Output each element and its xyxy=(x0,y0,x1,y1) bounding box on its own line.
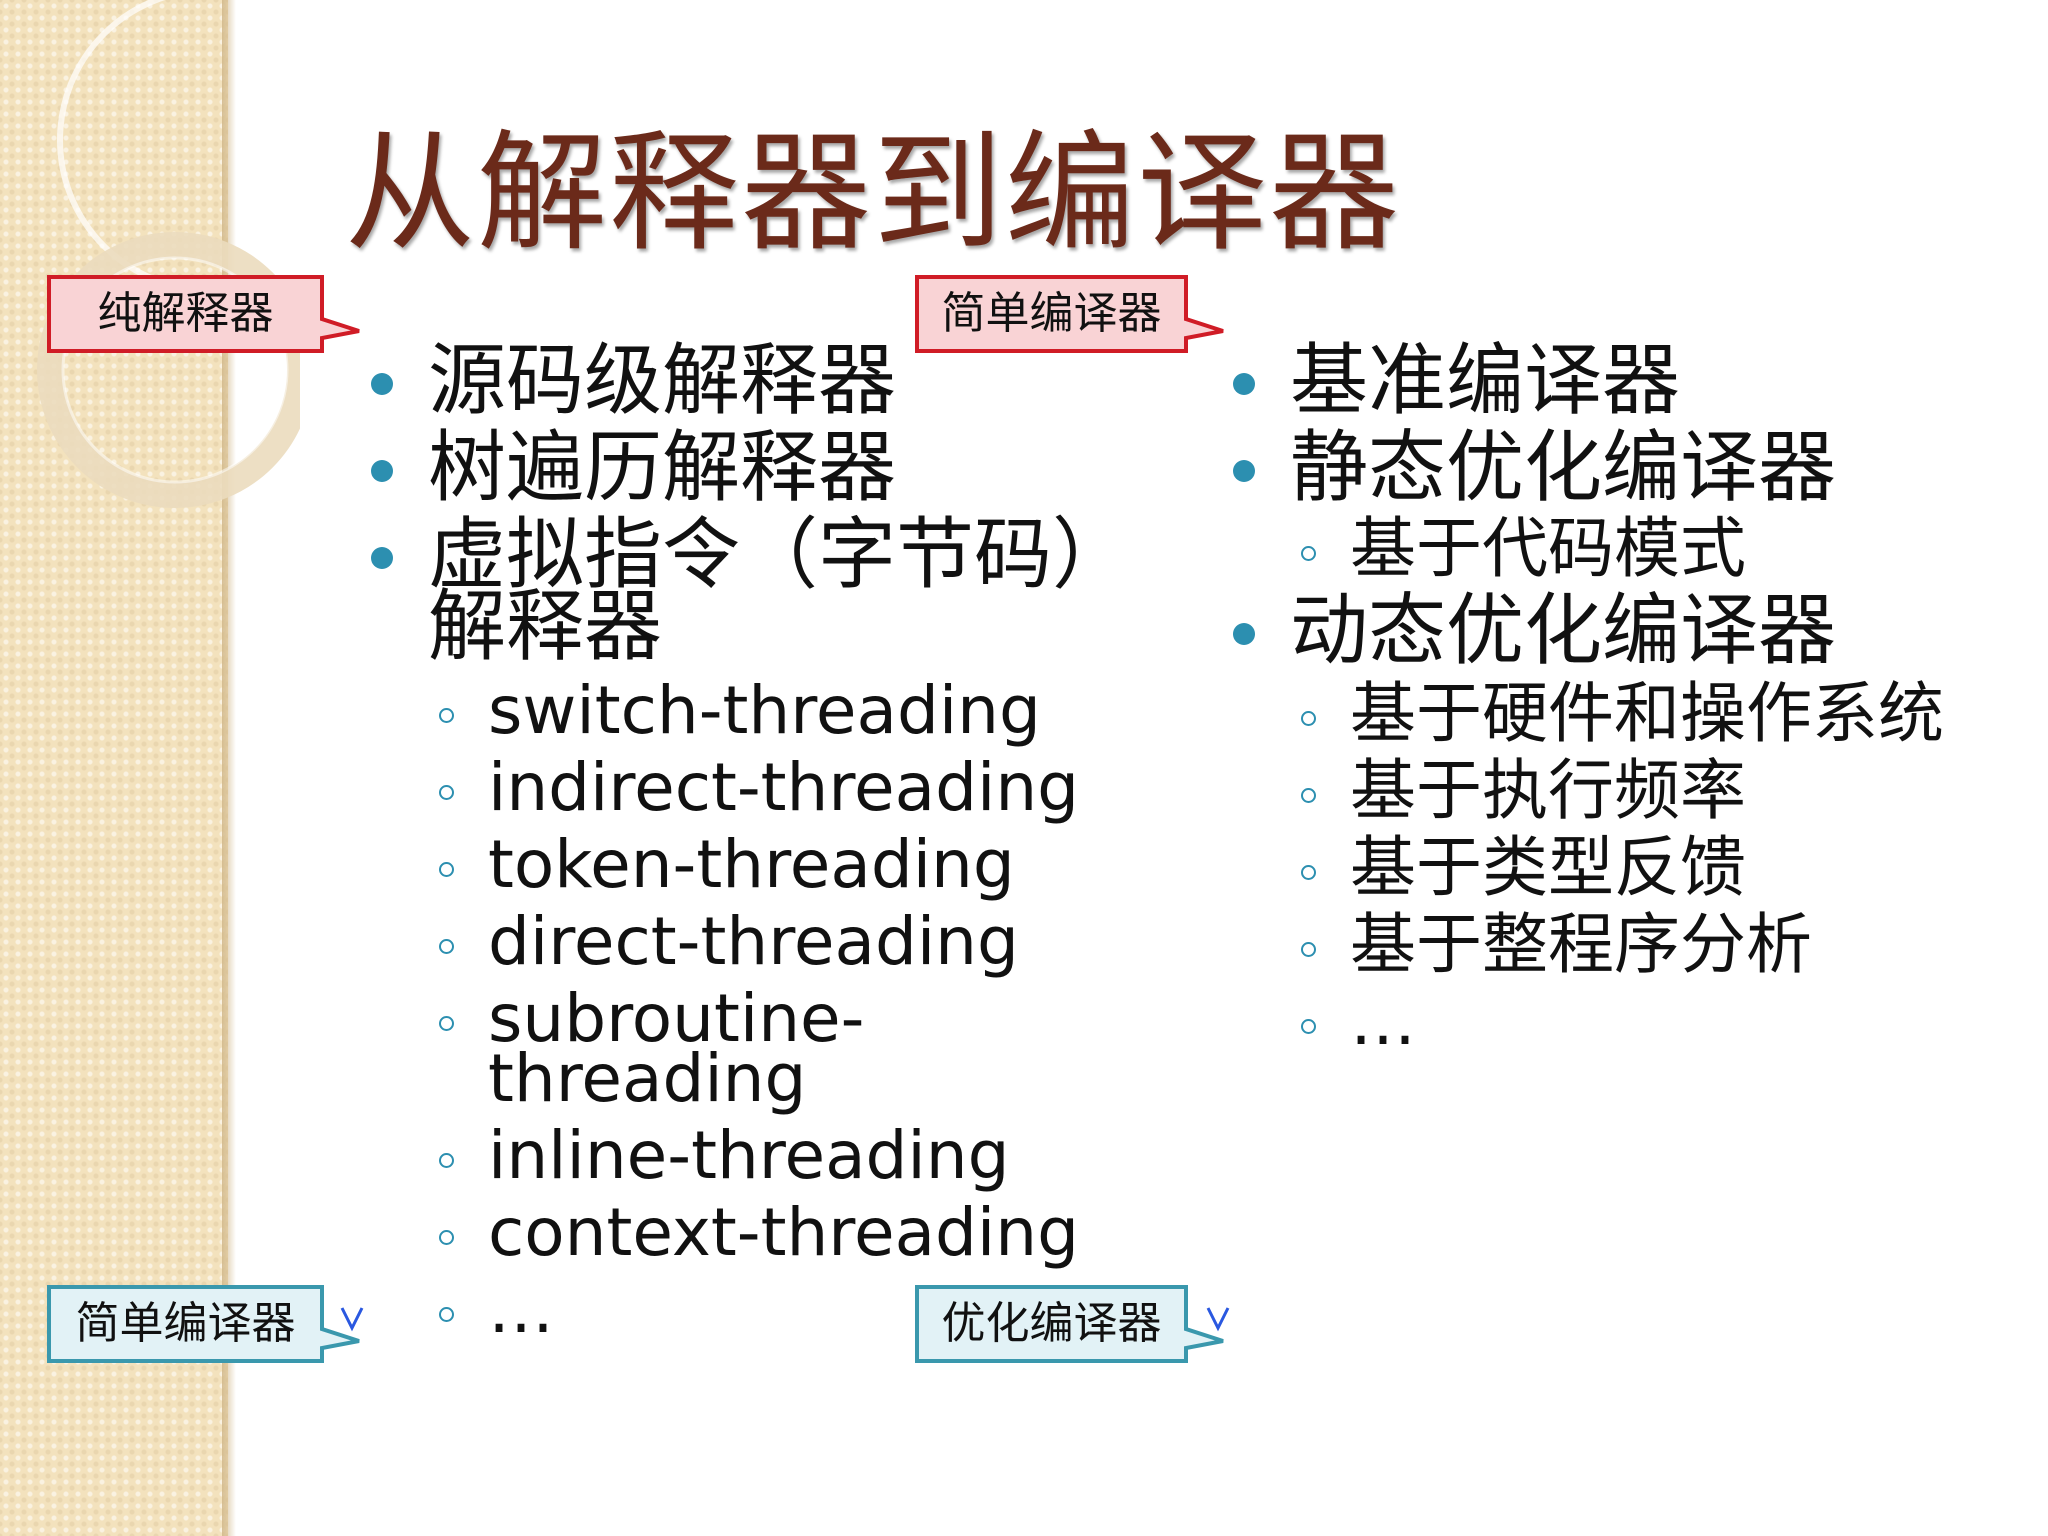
list-item: 基于硬件和操作系统 xyxy=(1301,681,2030,747)
arrow-left-gradient xyxy=(340,350,364,1332)
tag-label-pure-interpreter: 纯解释器 xyxy=(97,288,274,339)
item-text: … xyxy=(1350,983,1416,1060)
bullet-dot-icon xyxy=(1233,460,1255,482)
bullet-dot-icon xyxy=(1233,623,1255,645)
bullet-ring-icon xyxy=(439,1016,454,1031)
item-text: 源码级解释器 xyxy=(428,336,897,426)
list-item: 源码级解释器 xyxy=(371,342,1128,420)
item-text: indirect-threading xyxy=(488,749,1080,826)
slide-title: 从解释器到编译器 xyxy=(345,117,1402,269)
item-text-continued: threading xyxy=(488,1040,807,1117)
item-text-continued: 解释器 xyxy=(428,582,663,672)
item-text: 虚拟指令（字节码） xyxy=(428,510,1131,600)
list-item: … xyxy=(439,1277,1128,1343)
list-item: 虚拟指令（字节码） 解释器 xyxy=(371,510,1131,672)
list-item: … xyxy=(1301,989,2030,1055)
list-item: 基于类型反馈 xyxy=(1301,835,2030,901)
bullet-ring-icon xyxy=(1301,1019,1316,1034)
callout-red-shape xyxy=(47,275,360,353)
callout-red-shape xyxy=(915,275,1224,353)
list-item: token-threading xyxy=(439,832,1128,898)
item-text: direct-threading xyxy=(488,903,1019,980)
list-item: context-threading xyxy=(439,1200,1128,1266)
tag-simple-compiler-bottom: 简单编译器 xyxy=(46,1284,366,1374)
bullet-ring-icon xyxy=(439,862,454,877)
bullet-ring-icon xyxy=(1301,942,1316,957)
bullet-ring-icon xyxy=(1301,711,1316,726)
bullet-dot-icon xyxy=(1233,373,1255,395)
list-item: 基于代码模式 xyxy=(1301,516,2030,582)
list-item: 静态优化编译器 xyxy=(1233,429,2030,507)
bullet-ring-icon xyxy=(1301,546,1316,561)
item-text: 树遍历解释器 xyxy=(428,423,897,513)
list-item: subroutine- threading xyxy=(439,980,1128,1117)
arrow-right-gradient xyxy=(1206,350,1230,1332)
right-bullet-list: 基准编译器 静态优化编译器 基于代码模式 动态优化编译器 基于硬件和操作系统 基… xyxy=(1233,342,2030,1055)
list-item: 树遍历解释器 xyxy=(371,429,1128,507)
bullet-ring-icon xyxy=(439,1230,454,1245)
list-item: inline-threading xyxy=(439,1123,1128,1189)
tag-label-optimizing-compiler: 优化编译器 xyxy=(941,1298,1162,1349)
item-text: 基于类型反馈 xyxy=(1350,829,1746,906)
list-item: 基准编译器 xyxy=(1233,342,2030,420)
left-bullet-list: 源码级解释器 树遍历解释器 虚拟指令（字节码） 解释器 switch-threa… xyxy=(371,342,1131,1343)
bullet-dot-icon xyxy=(371,460,393,482)
item-text: 动态优化编译器 xyxy=(1290,586,1837,676)
item-text: switch-threading xyxy=(488,672,1041,749)
decorative-swirl xyxy=(37,0,300,508)
item-text: inline-threading xyxy=(488,1117,1010,1194)
bullet-ring-icon xyxy=(439,1307,454,1322)
item-text: 基于代码模式 xyxy=(1350,510,1746,587)
item-text: 基于硬件和操作系统 xyxy=(1350,675,1944,752)
list-item: 基于执行频率 xyxy=(1301,758,2030,824)
bullet-ring-icon xyxy=(1301,788,1316,803)
bullet-ring-icon xyxy=(439,1153,454,1168)
band-edge-shadow xyxy=(222,0,236,1536)
item-text: subroutine- xyxy=(488,980,865,1057)
item-text: 基于整程序分析 xyxy=(1350,906,1812,983)
tag-label-simple-compiler-bottom: 简单编译器 xyxy=(75,1298,296,1349)
item-text: 基准编译器 xyxy=(1290,336,1681,426)
bullet-ring-icon xyxy=(439,708,454,723)
list-item: switch-threading xyxy=(439,678,1128,744)
bullet-dot-icon xyxy=(371,373,393,395)
bullet-dot-icon xyxy=(371,547,393,569)
item-text: 静态优化编译器 xyxy=(1290,423,1837,513)
list-item: indirect-threading xyxy=(439,755,1128,821)
list-item: direct-threading xyxy=(439,909,1128,975)
item-text: context-threading xyxy=(488,1194,1079,1271)
tag-optimizing-compiler: 优化编译器 xyxy=(914,1284,1234,1374)
item-text: token-threading xyxy=(488,826,1015,903)
bullet-ring-icon xyxy=(439,785,454,800)
callout-teal-shape xyxy=(915,1285,1224,1363)
tag-label-simple-compiler-top: 简单编译器 xyxy=(941,288,1162,339)
tag-pure-interpreter: 纯解释器 xyxy=(46,274,366,364)
callout-teal-shape xyxy=(47,1285,360,1363)
list-item: 动态优化编译器 xyxy=(1233,592,2030,670)
list-item: 基于整程序分析 xyxy=(1301,912,2030,978)
bullet-ring-icon xyxy=(439,939,454,954)
bullet-ring-icon xyxy=(1301,865,1316,880)
item-text: … xyxy=(488,1271,554,1348)
item-text: 基于执行频率 xyxy=(1350,752,1746,829)
tag-simple-compiler-top: 简单编译器 xyxy=(914,274,1234,364)
